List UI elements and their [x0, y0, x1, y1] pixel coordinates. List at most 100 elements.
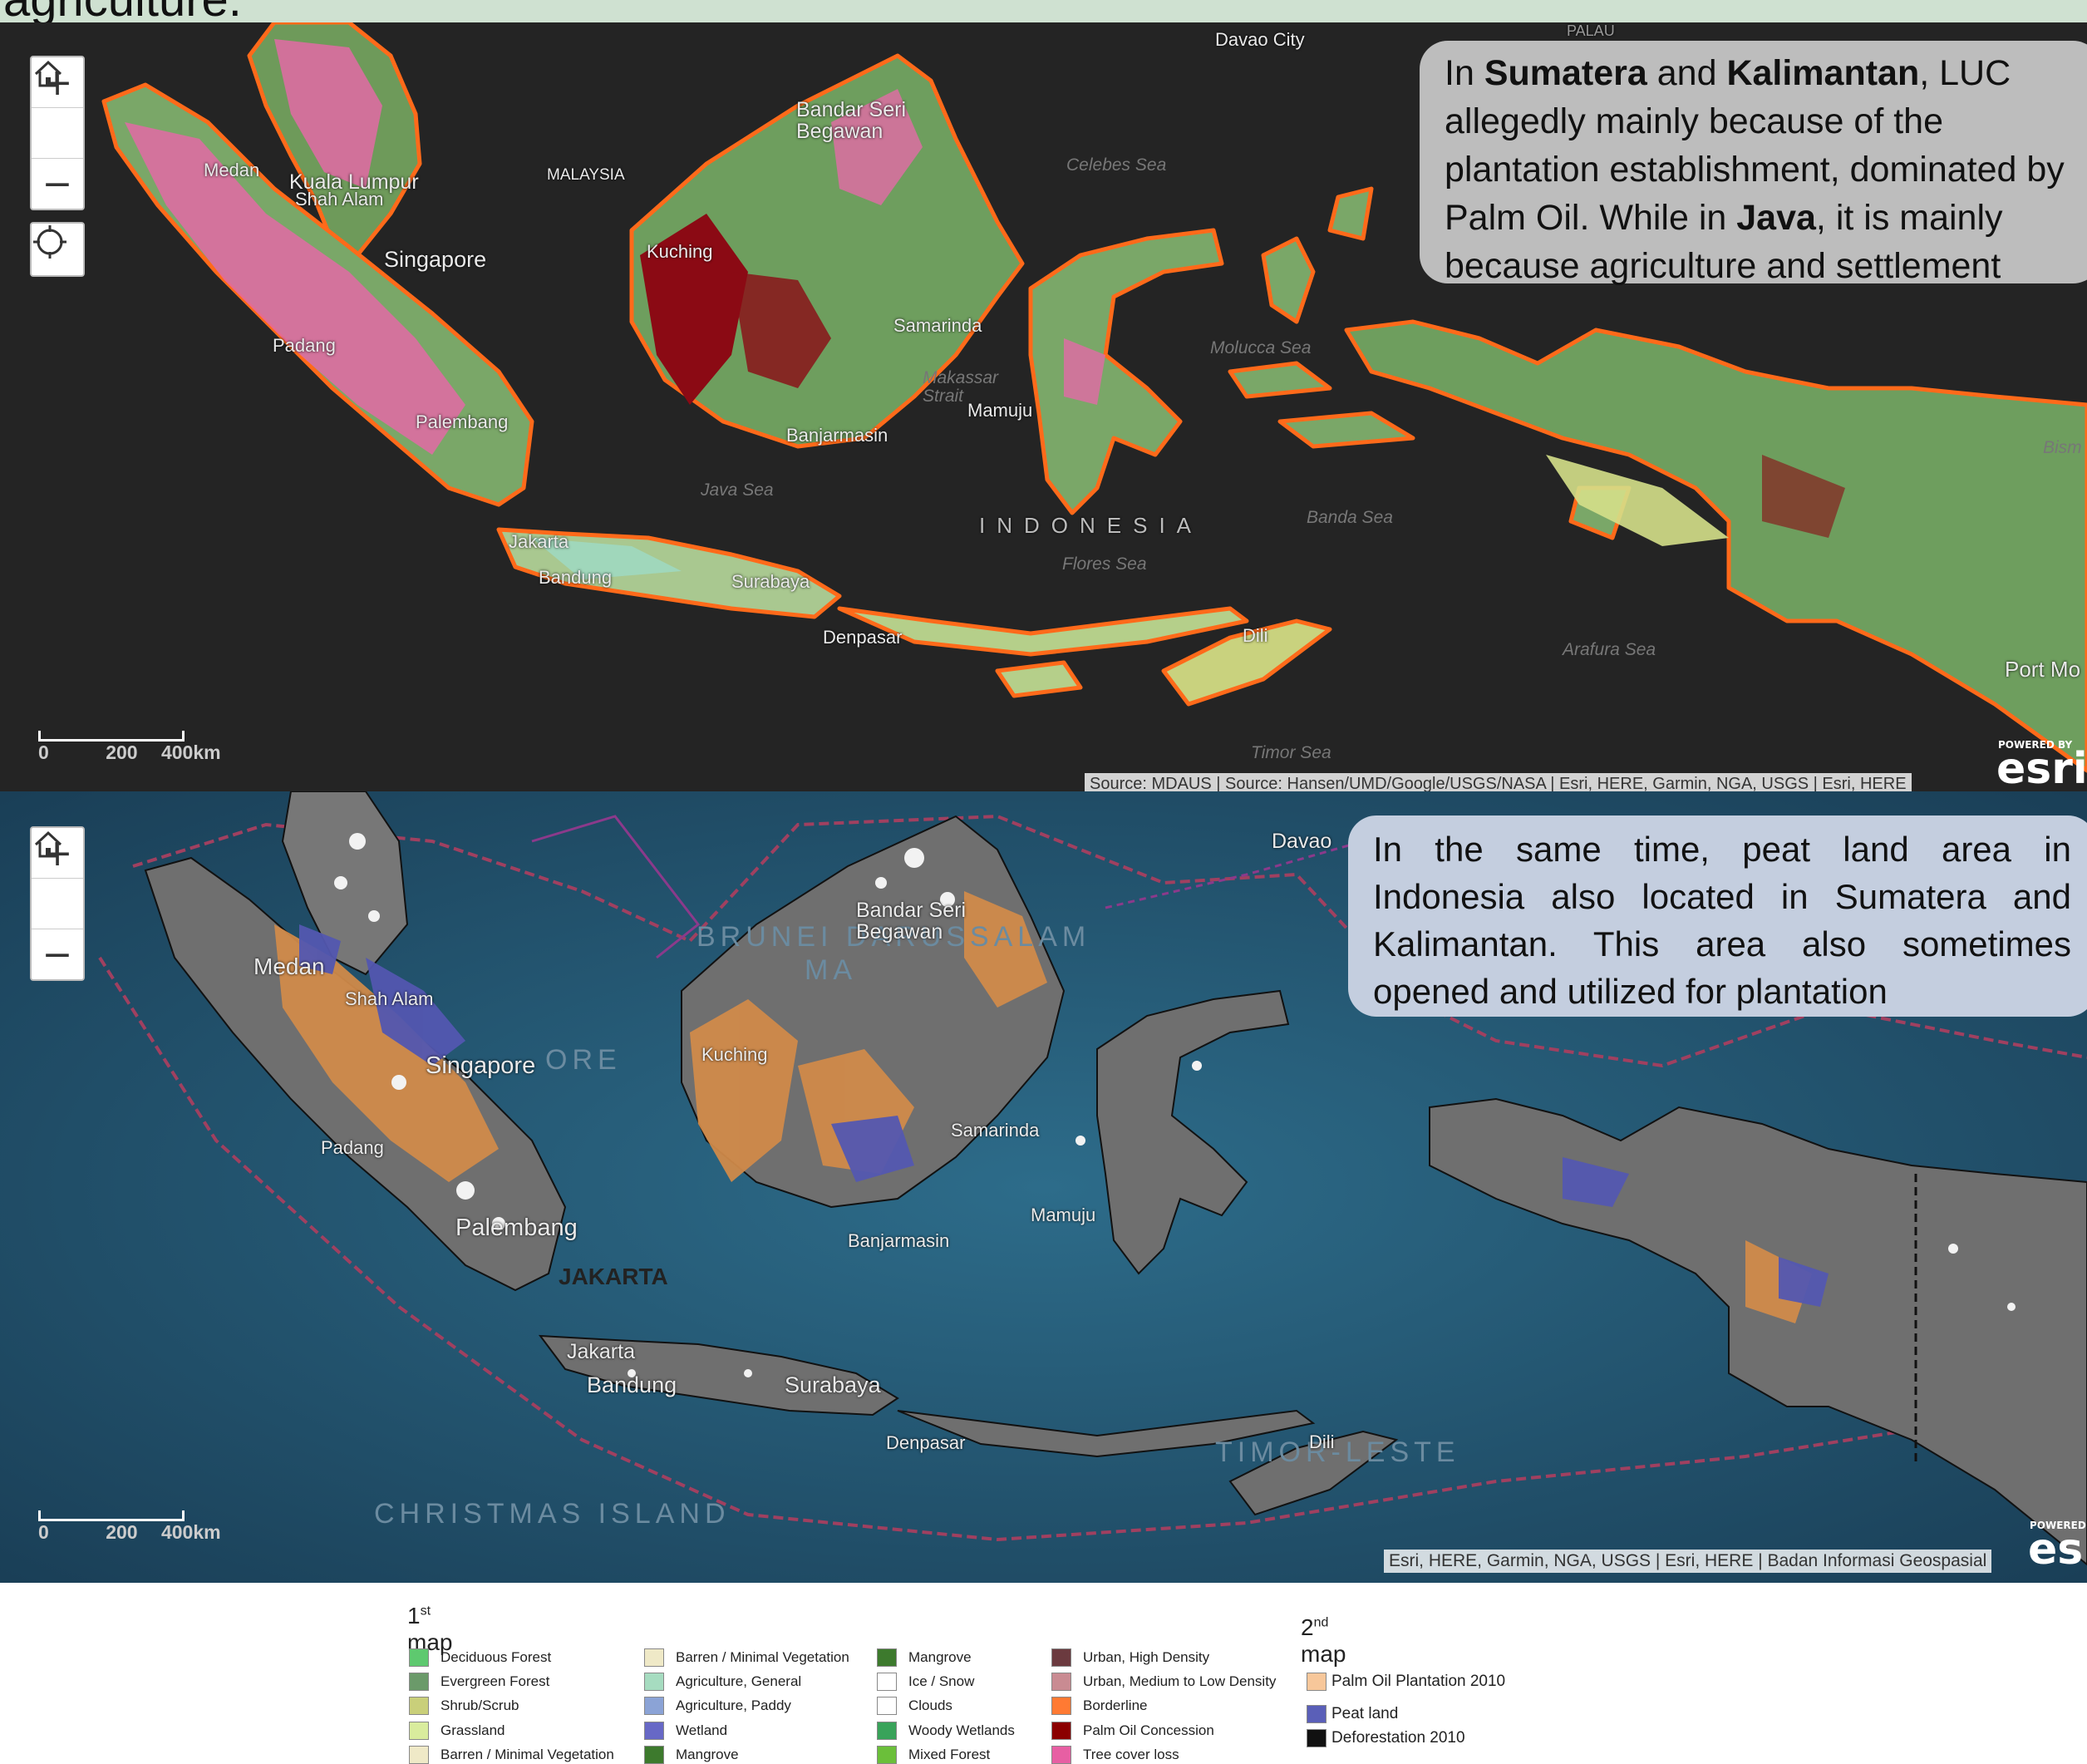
place-label: Banjarmasin: [786, 425, 888, 446]
legend-label: Peat land: [1331, 1705, 1399, 1722]
place-label: Singapore: [384, 247, 487, 272]
esri-logo: esri: [1996, 744, 2087, 791]
callout-emphasis: Kalimantan: [1726, 53, 1920, 93]
place-label: Bandung: [587, 1372, 677, 1397]
legend-swatch: [1307, 1673, 1327, 1691]
legend-item: Clouds: [877, 1697, 952, 1715]
legend-label: Barren / Minimal Vegetation: [441, 1747, 614, 1762]
legend-label: Grassland: [441, 1722, 505, 1738]
country-label: MA: [805, 954, 857, 986]
sea-label: Molucca Sea: [1210, 338, 1312, 357]
legend-swatch: [1051, 1648, 1071, 1667]
place-label: Mamuju: [1031, 1205, 1096, 1225]
legend-label: Shrub/Scrub: [441, 1697, 519, 1713]
place-label: Kuching: [701, 1044, 768, 1065]
map1-locate-button[interactable]: [30, 222, 85, 277]
place-label: Dili: [1309, 1431, 1335, 1452]
legend-swatch: [1051, 1746, 1071, 1764]
place-label: Singapore: [426, 1052, 536, 1079]
place-label: Jakarta: [509, 531, 569, 552]
legend-label: Agriculture, General: [676, 1673, 802, 1689]
map1-callout: In Sumatera and Kalimantan, LUC allegedl…: [1420, 41, 2087, 286]
place-label: Shah Alam: [295, 189, 384, 209]
map1-scale-bar: 0 200 400km: [38, 731, 221, 764]
sea-label: Java Sea: [701, 480, 774, 500]
scale-label: 400km: [160, 1521, 221, 1543]
legend-label: Woody Wetlands: [908, 1722, 1015, 1738]
place-label: Kuala Lumpur: [289, 170, 419, 194]
legend-label: Deforestation 2010: [1331, 1729, 1465, 1747]
legend-item: Palm Oil Plantation 2010: [1307, 1673, 1505, 1691]
legend2-title: 2nd map: [1301, 1614, 1346, 1667]
place-label: Kuching: [647, 241, 713, 262]
legend-swatch: [1307, 1705, 1327, 1723]
legend-swatch: [877, 1648, 897, 1667]
legend-swatch: [644, 1746, 664, 1764]
callout-text: , LUC allegedly mainly because of the pl…: [1445, 53, 2065, 238]
sulawesi-landmass: [1028, 228, 1224, 515]
esri-logo: es: [2028, 1525, 2084, 1574]
sea-label: Flores Sea: [1062, 554, 1147, 574]
legend-label: Urban, Medium to Low Density: [1083, 1673, 1277, 1689]
country-label: BRUNEI DARUSSALAM: [696, 921, 1091, 953]
legend-swatch: [1307, 1729, 1327, 1747]
place-label: Shah Alam: [345, 988, 434, 1009]
scale-label: 200: [106, 742, 138, 763]
timor-landmass: [1161, 618, 1332, 707]
place-label: Bandar Seri Begawan: [856, 899, 967, 944]
place-label: Banjarmasin: [848, 1230, 950, 1251]
map2-zoom-out-button[interactable]: −: [42, 933, 73, 976]
land-cover-map[interactable]: + − Medan Kuala Lumpur Shah Alam MALAYSI…: [0, 22, 2087, 791]
map1-home-button[interactable]: [32, 60, 83, 159]
map1-canvas[interactable]: [0, 22, 2087, 791]
country-label: TIMOR-LESTE: [1215, 1436, 1460, 1468]
map2-home-button[interactable]: [32, 830, 83, 929]
map1-zoom-control: + −: [30, 56, 85, 210]
place-label: INDONESIA: [979, 513, 1203, 538]
place-label: Medan: [253, 953, 325, 979]
scale-label: 0: [38, 1521, 49, 1543]
legend-item: Palm Oil Concession: [1051, 1722, 1214, 1740]
legend-item: Woody Wetlands: [877, 1722, 1015, 1740]
legend-item: Mangrove: [877, 1648, 972, 1667]
place-label: Bandar Seri Begawan: [796, 98, 907, 143]
legend-swatch: [644, 1648, 664, 1667]
legend-item: Grassland: [409, 1722, 505, 1740]
country-label: CHRISTMAS ISLAND: [374, 1498, 731, 1530]
legend-swatch: [1051, 1697, 1071, 1715]
peat-land-map[interactable]: + − BRUNEI DARUSSALAM MA ORE CHRISTMAS I…: [0, 791, 2087, 1583]
legend-item: Barren / Minimal Vegetation: [644, 1648, 849, 1667]
callout-text: and: [1646, 53, 1727, 93]
legend-swatch: [877, 1722, 897, 1740]
place-label: Samarinda: [951, 1120, 1040, 1141]
place-label: Port Mo: [2005, 657, 2081, 682]
banner-text: agriculture.: [3, 0, 242, 22]
map2-attribution: Esri, HERE, Garmin, NGA, USGS | Esri, HE…: [1384, 1550, 1992, 1573]
legend-item: Evergreen Forest: [409, 1673, 549, 1691]
legend-swatch: [409, 1746, 429, 1764]
place-label: Jakarta: [567, 1340, 635, 1363]
legend-label: Wetland: [676, 1722, 728, 1738]
map2-callout: In the same time, peat land area in Indo…: [1348, 815, 2087, 1017]
papua-landmass: [1344, 319, 2087, 773]
legend-swatch: [409, 1673, 429, 1691]
place-label: Denpasar: [823, 627, 903, 648]
map1-zoom-out-button[interactable]: −: [42, 162, 73, 205]
place-label: Medan: [204, 160, 260, 180]
sea-label: Banda Sea: [1307, 508, 1393, 527]
legend-swatch: [877, 1746, 897, 1764]
legend-item: Deciduous Forest: [409, 1648, 551, 1667]
legend-item: Urban, High Density: [1051, 1648, 1209, 1667]
legend1-title: 1st map: [407, 1603, 453, 1655]
legend-item: Agriculture, Paddy: [644, 1697, 791, 1715]
legend-item: Peat land: [1307, 1705, 1398, 1723]
place-label: MALAYSIA: [547, 166, 625, 184]
powered-by-label: POWERED BY: [1998, 739, 2073, 751]
legend-item: Shrub/Scrub: [409, 1697, 519, 1715]
place-label: Denpasar: [886, 1432, 966, 1453]
place-label: Palembang: [455, 1215, 578, 1241]
legend-item: Wetland: [644, 1722, 727, 1740]
place-label: Palembang: [416, 411, 509, 432]
home-icon: [34, 60, 62, 87]
legend-item: Ice / Snow: [877, 1673, 974, 1691]
